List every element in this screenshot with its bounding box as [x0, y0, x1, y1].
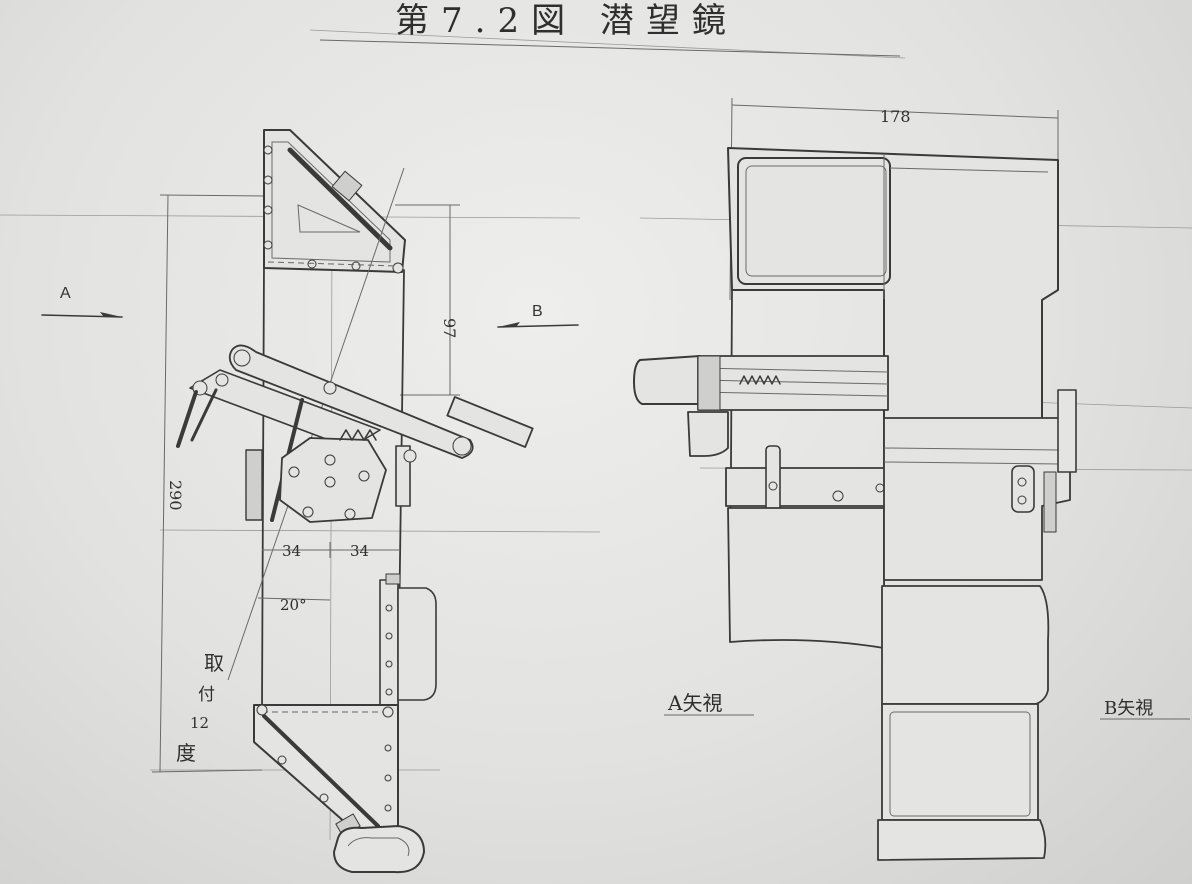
elevation-linkage — [176, 344, 534, 522]
mount-angle-note: 取 付 12 度 — [176, 651, 224, 765]
view-b-caption: B矢視 — [1104, 698, 1153, 719]
adjustment-plate — [245, 429, 417, 523]
title-underline — [319, 39, 901, 57]
view-b-lower-body — [877, 585, 1050, 861]
eyepiece-rubber-cup — [333, 825, 425, 874]
view-a-lower-body — [727, 507, 885, 649]
dim-upper-height: 97 — [395, 204, 460, 396]
dim-half-width-left: 34 — [282, 542, 301, 560]
mount-angle-char-3: 12 — [190, 714, 209, 732]
lower-prism-housing — [253, 704, 399, 837]
side-bracket — [379, 573, 437, 706]
upper-prism-housing — [263, 129, 406, 274]
view-a-caption: A矢視 — [667, 691, 722, 715]
dim-overall-height: 290 — [151, 194, 266, 773]
mount-angle-char-4: 度 — [176, 741, 196, 765]
side-view: A B 290 97 — [41, 129, 579, 874]
drawing-title: 第7.2図 潜望鏡 — [395, 1, 738, 41]
dim-half-widths: 34 34 — [262, 542, 400, 560]
mount-angle-char-1: 取 — [204, 651, 224, 675]
angle-label: 20° — [280, 596, 307, 614]
dim-overall-height-value: 290 — [166, 480, 185, 511]
view-a: 178 — [633, 97, 1059, 860]
mount-rail — [725, 445, 887, 523]
angle-annotation: 20° — [257, 596, 331, 614]
view-arrow-b-label: B — [532, 303, 543, 320]
dim-half-width-right: 34 — [350, 542, 369, 560]
elevation-arm — [633, 355, 889, 457]
dim-width-value: 178 — [880, 107, 911, 126]
dim-upper-height-value: 97 — [440, 318, 459, 338]
view-b: B矢視 — [877, 389, 1190, 861]
view-arrow-a-label: A — [60, 285, 71, 302]
view-arrow-a: A — [41, 285, 123, 318]
mount-angle-char-2: 付 — [198, 685, 215, 705]
view-b-upper-body — [883, 389, 1077, 581]
view-arrow-b: B — [497, 303, 579, 328]
